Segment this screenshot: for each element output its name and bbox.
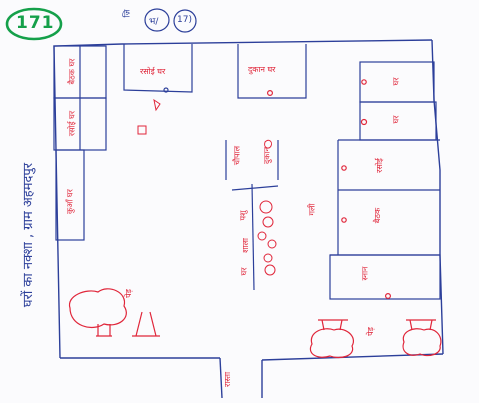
right-rooms <box>329 61 441 300</box>
bottom-right-label: पेड़ <box>365 327 375 336</box>
left-rooms <box>53 45 107 241</box>
top-room-2-label: दुकान घर <box>248 65 276 74</box>
tree-drawing <box>68 288 160 337</box>
top-rooms <box>123 44 307 99</box>
right-room-3-label: रसोई <box>374 158 384 173</box>
right-room-5-label: स्नान <box>360 266 370 281</box>
middle-column-label-2: दुकान <box>262 147 272 164</box>
sheet-mark-1: ज़ि <box>122 9 132 18</box>
top-room-1-label: रसोई घर <box>140 67 166 76</box>
left-room-2-label: रसोई घर <box>67 110 77 137</box>
map-title: घरों का नक्शा , ग्राम अहमदपुर <box>21 162 36 308</box>
tree-label: पेड़ <box>123 289 133 298</box>
right-room-1-label: घर <box>391 77 401 86</box>
ink-marks <box>137 98 277 276</box>
left-room-3-label: कुआँ घर <box>65 189 75 214</box>
center-block-label-1: पशु <box>238 210 248 221</box>
center-block-label-3: घर <box>239 267 249 276</box>
right-room-4-label: बैठक <box>373 207 383 224</box>
page-number: 171 <box>16 13 55 33</box>
page-number-circle <box>5 7 63 41</box>
right-room-2-label: घर <box>391 115 401 124</box>
sheet-mark-circle-2 <box>173 9 197 33</box>
sheet-mark-3: 17) <box>177 15 192 25</box>
sheet-mark-circle-1 <box>144 8 170 32</box>
left-room-1-label: बैठक घर <box>67 58 77 85</box>
central-dividers <box>225 140 279 291</box>
sheet-mark-2: भ/ <box>149 17 159 27</box>
center-path-label: गली <box>307 203 317 216</box>
outer-boundary <box>53 39 444 399</box>
bottom-right-trees <box>309 319 442 359</box>
entrance-label: रास्ता <box>223 371 233 388</box>
middle-column-label-1: चौपाल <box>232 145 242 166</box>
center-block-label-2: शाला <box>241 237 251 254</box>
